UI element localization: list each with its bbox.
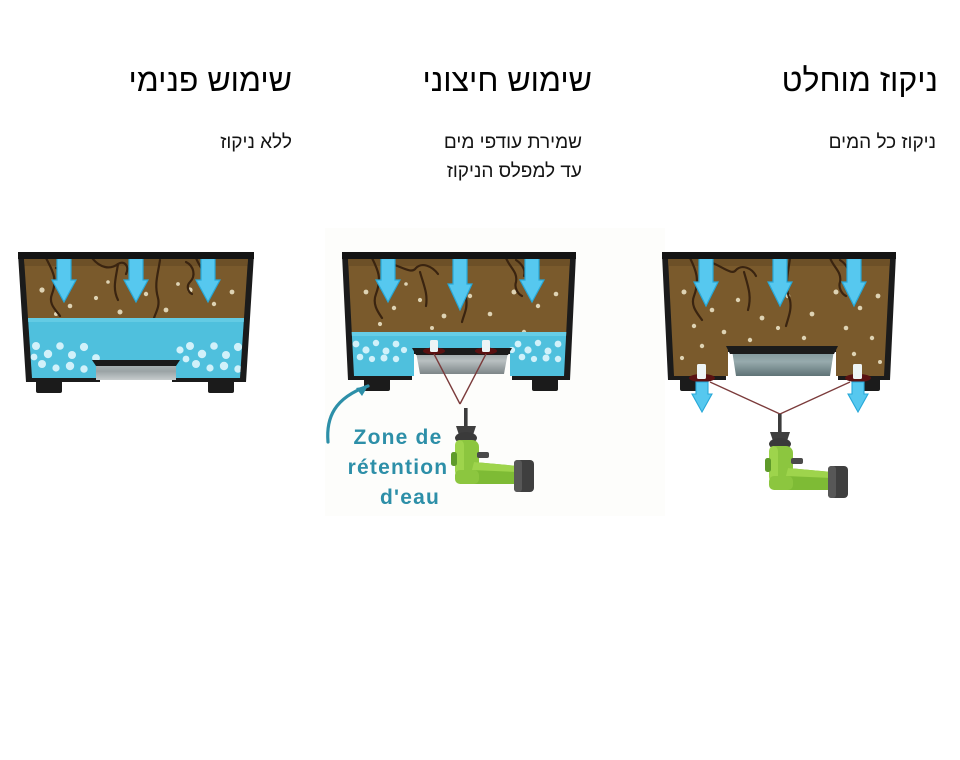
column-external-use: שימוש חיצוני שמירת עודפי מים עד למפלס הנ… <box>320 0 640 540</box>
drill-holes <box>689 364 871 382</box>
water-flow-arrows <box>374 257 546 312</box>
soil-pebbles <box>363 282 559 336</box>
subtitle-line: שמירת עודפי מים <box>443 132 582 153</box>
column-heading-internal-use: שימוש פנימי <box>128 62 292 98</box>
drill-icon <box>765 414 848 498</box>
center-plate <box>92 360 180 380</box>
water-pebbles <box>30 342 243 373</box>
pot-rim <box>342 252 576 259</box>
drill-holes <box>423 340 497 355</box>
column-subtitle-external-use: שמירת עודפי מים עד למפלס הניקוז <box>320 128 640 187</box>
water-flow-arrows <box>693 257 867 308</box>
subtitle-line: ללא ניקוז <box>220 132 292 153</box>
water-pebbles <box>352 339 562 363</box>
water-flow-arrows <box>50 257 222 304</box>
drill-guide-lines <box>433 353 487 405</box>
column-subtitle-internal-use: ללא ניקוז <box>0 128 320 157</box>
retention-zone-callout-text: Zone de rétention d'eau <box>348 426 449 509</box>
drainage-arrows <box>691 381 869 414</box>
svg-text:rétention: rétention <box>348 456 449 479</box>
subtitle-line: ניקוז כל המים <box>828 132 936 153</box>
figure-planter-partial-drainage: Zone de rétention d'eau <box>320 228 640 528</box>
drill-guide-lines <box>709 381 851 415</box>
subtitle-line: עד למפלס הניקוז <box>446 161 582 183</box>
drill-icon <box>451 408 534 492</box>
column-heading-full-drainage: ניקוז מוחלט <box>781 62 938 98</box>
column-heading-external-use: שימוש חיצוני <box>422 62 592 98</box>
column-full-drainage: ניקוז מוחלט ניקוז כל המים <box>640 0 960 540</box>
retention-zone-callout-arrow <box>326 384 370 444</box>
pot-rim <box>18 252 254 259</box>
columns-container: שימוש פנימי ללא ניקוז <box>0 0 960 540</box>
center-plate <box>726 346 838 376</box>
column-internal-use: שימוש פנימי ללא ניקוז <box>0 0 320 540</box>
plant-roots <box>688 258 850 328</box>
svg-text:d'eau: d'eau <box>380 486 440 509</box>
pot-rim <box>662 252 896 259</box>
figure-planter-full-drainage <box>640 228 960 528</box>
figure-planter-no-drainage <box>0 228 320 528</box>
column-subtitle-full-drainage: ניקוז כל המים <box>640 128 960 157</box>
svg-text:Zone de: Zone de <box>354 426 443 449</box>
